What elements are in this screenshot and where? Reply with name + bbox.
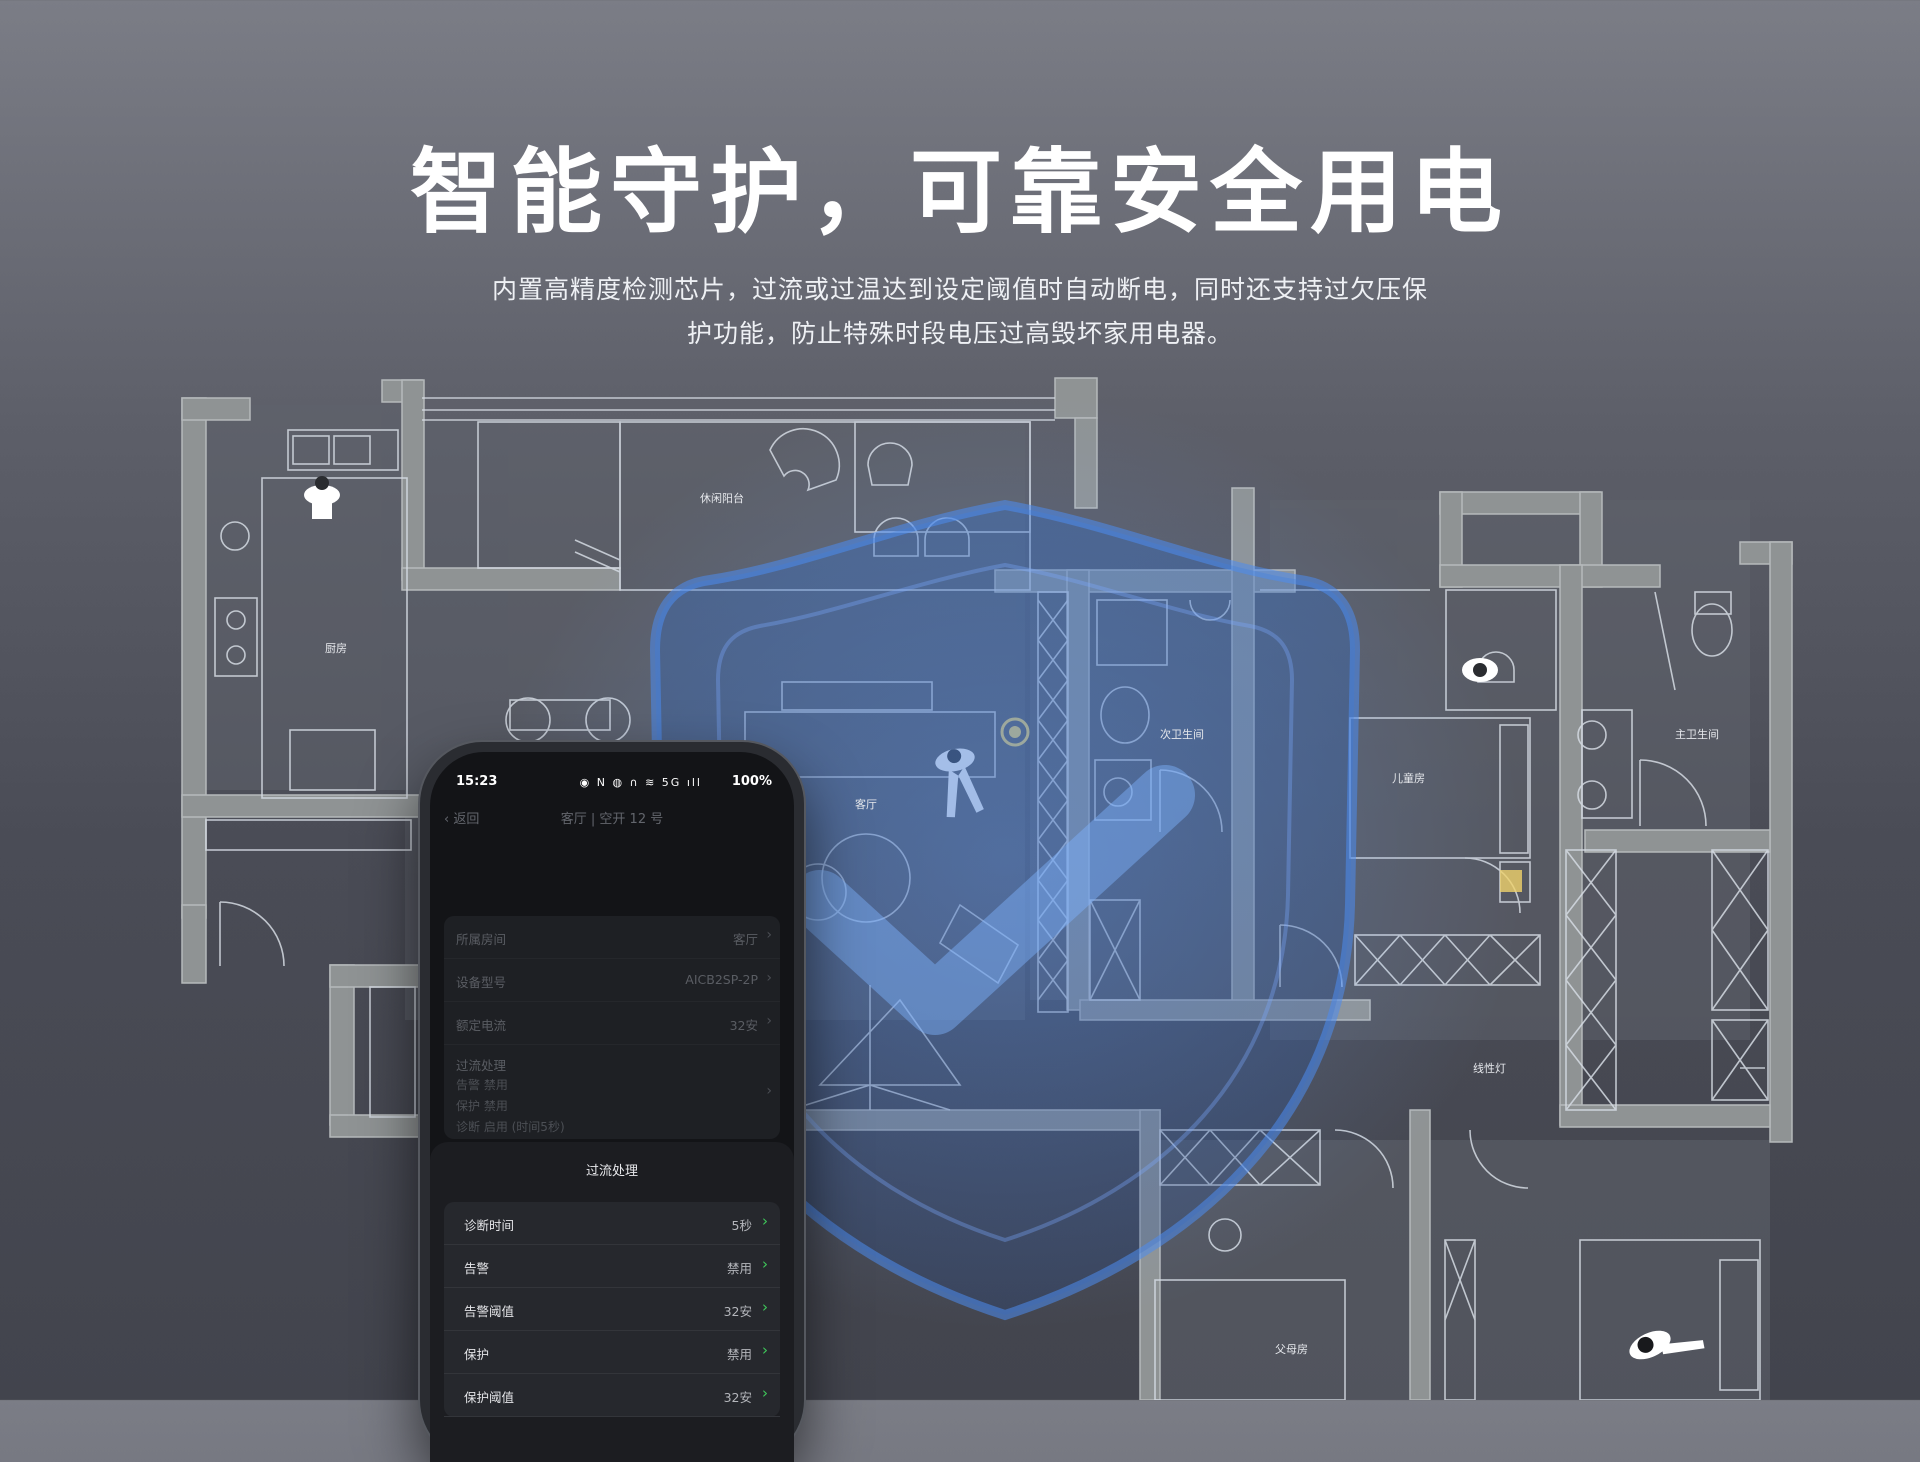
chevron-right-icon: ›: [766, 927, 772, 943]
room-label-line-light: 线性灯: [1473, 1061, 1506, 1075]
overcurrent-settings-list: 诊断时间 5秒 › 告警 禁用 › 告警阈值 32安 › 保护 禁用 ›: [444, 1202, 780, 1417]
chevron-right-icon: ›: [762, 1384, 768, 1402]
info-value: 客厅: [732, 932, 758, 947]
info-row-rated-current[interactable]: 额定电流 32安 ›: [444, 1002, 780, 1045]
setting-label: 保护阈值: [464, 1390, 515, 1405]
room-label-second-bath: 次卫生间: [1160, 727, 1204, 741]
room-label-balcony: 休闲阳台: [700, 491, 744, 505]
chevron-right-icon: ›: [766, 1013, 772, 1029]
setting-label: 告警阈值: [464, 1304, 515, 1319]
info-row-room[interactable]: 所属房间 客厅 ›: [444, 916, 780, 959]
setting-row-alarm[interactable]: 告警 禁用 ›: [444, 1245, 780, 1288]
chevron-right-icon: ›: [762, 1212, 768, 1230]
chevron-right-icon: ›: [766, 970, 772, 986]
setting-value: 5秒: [731, 1218, 752, 1233]
overcurrent-protect-status: 保护 禁用: [456, 1099, 508, 1113]
info-row-model[interactable]: 设备型号 AICB2SP-2P ›: [444, 959, 780, 1002]
hero-subtitle: 内置高精度检测芯片，过流或过温达到设定阈值时自动断电，同时还支持过欠压保 护功能…: [440, 268, 1480, 356]
status-time: 15:23: [456, 774, 498, 789]
setting-value: 禁用: [726, 1261, 752, 1276]
setting-label: 保护: [464, 1347, 490, 1362]
setting-value: 禁用: [726, 1347, 752, 1362]
room-label-living: 客厅: [855, 797, 877, 811]
room-label-master-bath: 主卫生间: [1675, 727, 1719, 741]
nav-bar: ‹ 返回 客厅 | 空开 12 号: [430, 804, 794, 830]
floor-plan: 休闲阳台 厨房 客厅 次卫生间 儿童房 主卫生间 线性灯 父母房: [181, 377, 1793, 1400]
setting-value: 32安: [723, 1304, 752, 1319]
room-label-parents: 父母房: [1275, 1343, 1308, 1356]
setting-label: 诊断时间: [464, 1218, 515, 1233]
setting-label: 告警: [464, 1261, 490, 1276]
hero-subtitle-line1: 内置高精度检测芯片，过流或过温达到设定阈值时自动断电，同时还支持过欠压保: [491, 275, 1428, 304]
overcurrent-sheet: 过流处理 诊断时间 5秒 › 告警 禁用 › 告警阈值 32安 ›: [430, 1142, 794, 1462]
overcurrent-alarm-status: 告警 禁用: [456, 1078, 508, 1092]
overcurrent-diagnose-status: 诊断 启用 (时间5秒): [456, 1120, 565, 1134]
chevron-right-icon: ›: [762, 1255, 768, 1273]
info-value: AICB2SP-2P: [685, 972, 758, 987]
setting-row-alarm-threshold[interactable]: 告警阈值 32安 ›: [444, 1288, 780, 1331]
sheet-title: 过流处理: [585, 1164, 638, 1179]
hero-subtitle-line2: 护功能，防止特殊时段电压过高毁坏家用电器。: [686, 319, 1233, 348]
info-value: 32安: [729, 1018, 758, 1033]
back-button[interactable]: ‹ 返回: [444, 812, 480, 827]
info-label: 设备型号: [456, 975, 507, 990]
info-label: 过流处理: [456, 1058, 507, 1073]
chevron-right-icon: ›: [766, 1083, 772, 1099]
info-label: 额定电流: [456, 1018, 507, 1033]
info-label: 所属房间: [456, 932, 507, 947]
status-bar: 15:23 ◉ N ◍ ∩ ≋ 5G ıll 100%: [456, 774, 772, 794]
chevron-right-icon: ›: [762, 1298, 768, 1316]
setting-value: 32安: [723, 1390, 752, 1405]
setting-row-protect-threshold[interactable]: 保护阈值 32安 ›: [444, 1374, 780, 1417]
battery-indicator: 100%: [731, 774, 772, 789]
hero-title: 智能守护，可靠安全用电: [409, 139, 1510, 246]
room-label-kitchen: 厨房: [325, 642, 347, 655]
chevron-right-icon: ›: [762, 1341, 768, 1359]
phone-mockup: 15:23 ◉ N ◍ ∩ ≋ 5G ıll 100% ‹ 返回 客厅 | 空开…: [420, 742, 804, 1462]
room-label-kids: 儿童房: [1392, 771, 1425, 785]
setting-row-protect[interactable]: 保护 禁用 ›: [444, 1331, 780, 1374]
setting-row-diagnose-time[interactable]: 诊断时间 5秒 ›: [444, 1202, 780, 1245]
phone-screen: 15:23 ◉ N ◍ ∩ ≋ 5G ıll 100% ‹ 返回 客厅 | 空开…: [430, 752, 794, 1462]
nav-title: 客厅 | 空开 12 号: [560, 812, 664, 827]
device-info-list: 所属房间 客厅 › 设备型号 AICB2SP-2P › 额定电流 32安 › 过…: [444, 916, 780, 1139]
status-icons: ◉ N ◍ ∩ ≋ 5G ıll: [579, 776, 702, 789]
info-row-overcurrent[interactable]: 过流处理 告警 禁用 保护 禁用 诊断 启用 (时间5秒) ›: [444, 1045, 780, 1139]
